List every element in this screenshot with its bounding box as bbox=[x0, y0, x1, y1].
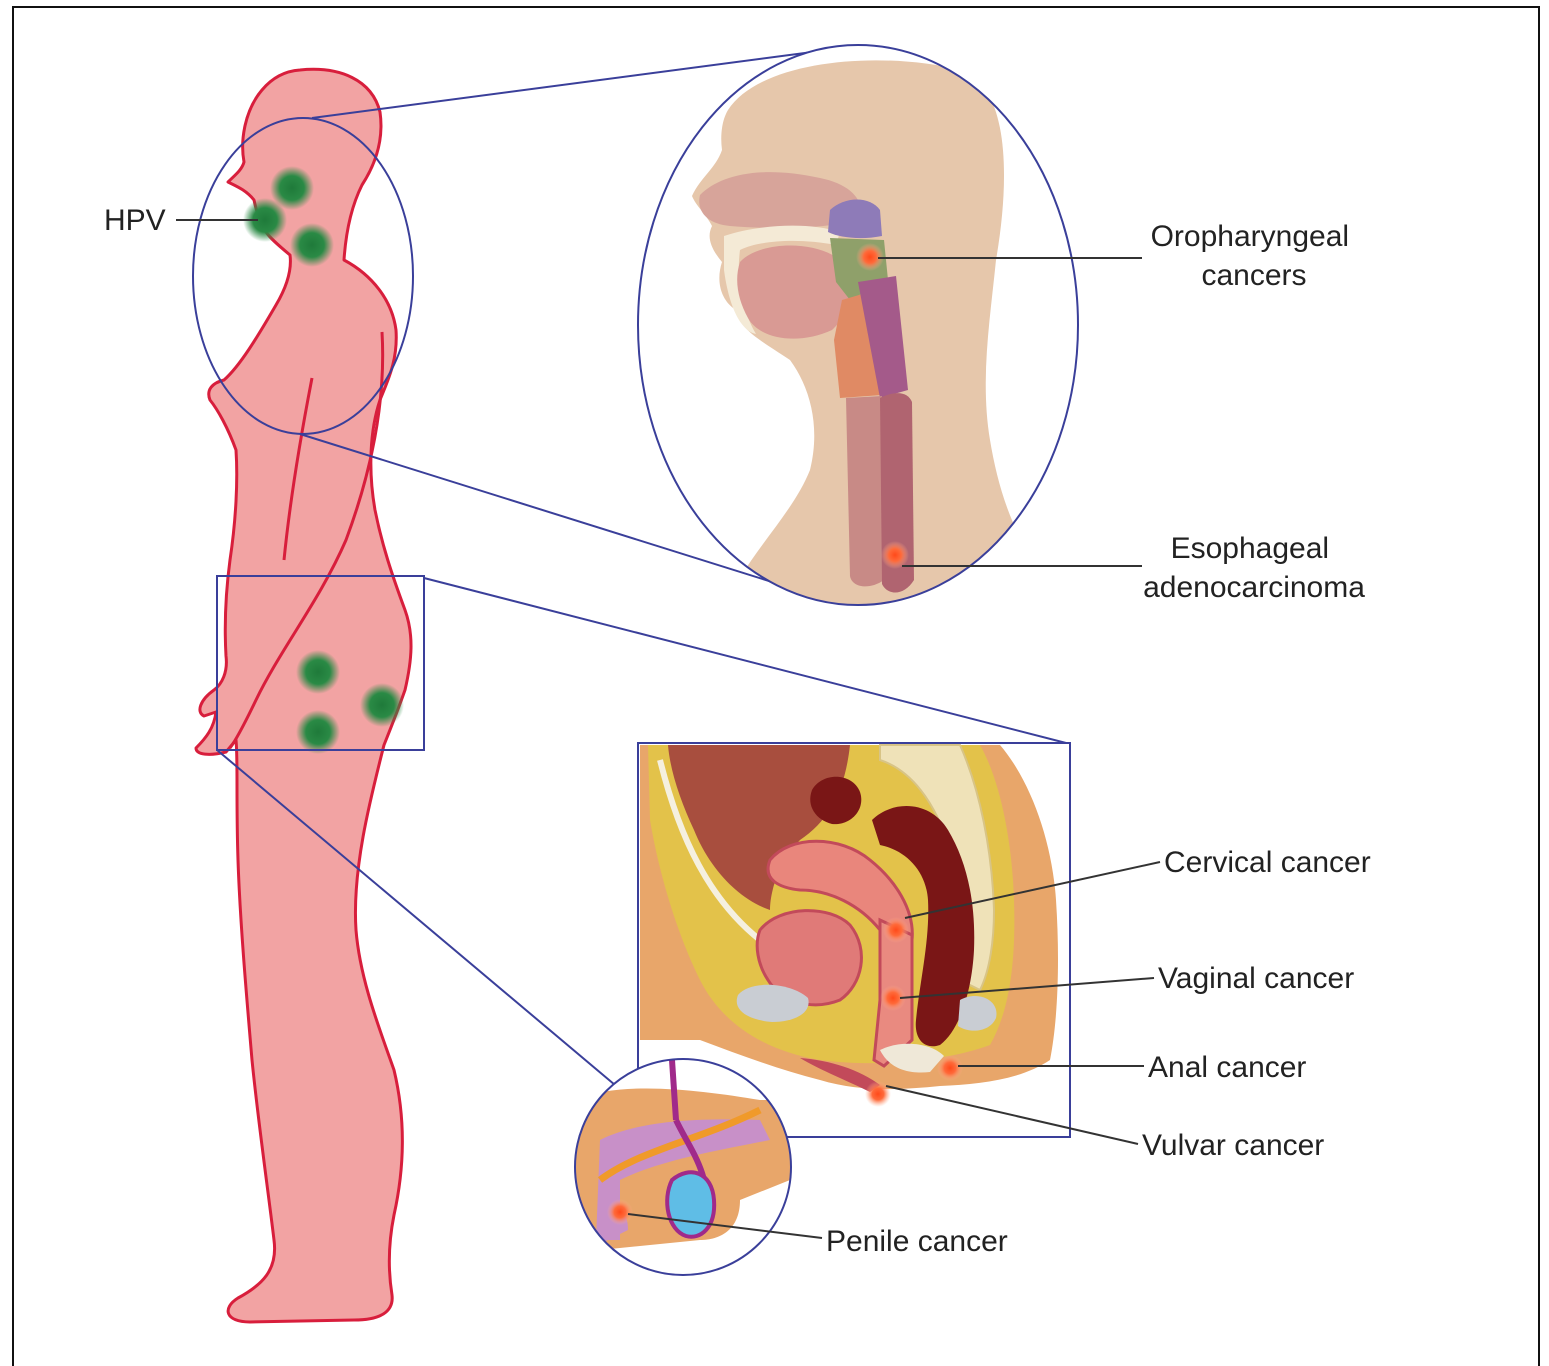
cervical-tumor-icon bbox=[883, 917, 909, 943]
hpv-dot-icon bbox=[296, 710, 340, 754]
oropharyngeal-label: Oropharyngeal cancers bbox=[1151, 220, 1358, 292]
vaginal-label: Vaginal cancer bbox=[1158, 962, 1354, 995]
trachea bbox=[846, 396, 884, 586]
esophageal-tumor-icon bbox=[881, 541, 909, 569]
hpv-dot-icon bbox=[360, 683, 404, 727]
pelvis-connector-top bbox=[424, 578, 1070, 744]
esophageal-label: Esophageal adenocarcinoma bbox=[1143, 532, 1365, 604]
vulvar-tumor-icon bbox=[865, 1081, 891, 1107]
head-neck-inset bbox=[638, 45, 1080, 620]
hpv-dot-icon bbox=[296, 650, 340, 694]
penile-label: Penile cancer bbox=[826, 1225, 1008, 1258]
penile-inset bbox=[575, 1059, 791, 1275]
anal-label: Anal cancer bbox=[1148, 1051, 1306, 1084]
testis bbox=[667, 1172, 714, 1236]
cervical-label: Cervical cancer bbox=[1164, 846, 1371, 879]
penile-tumor-icon bbox=[607, 1199, 633, 1225]
anal-tumor-icon bbox=[937, 1055, 963, 1081]
hpv-label: HPV bbox=[104, 204, 166, 237]
vulvar-label: Vulvar cancer bbox=[1142, 1129, 1324, 1162]
hpv-dot-icon bbox=[290, 223, 334, 267]
